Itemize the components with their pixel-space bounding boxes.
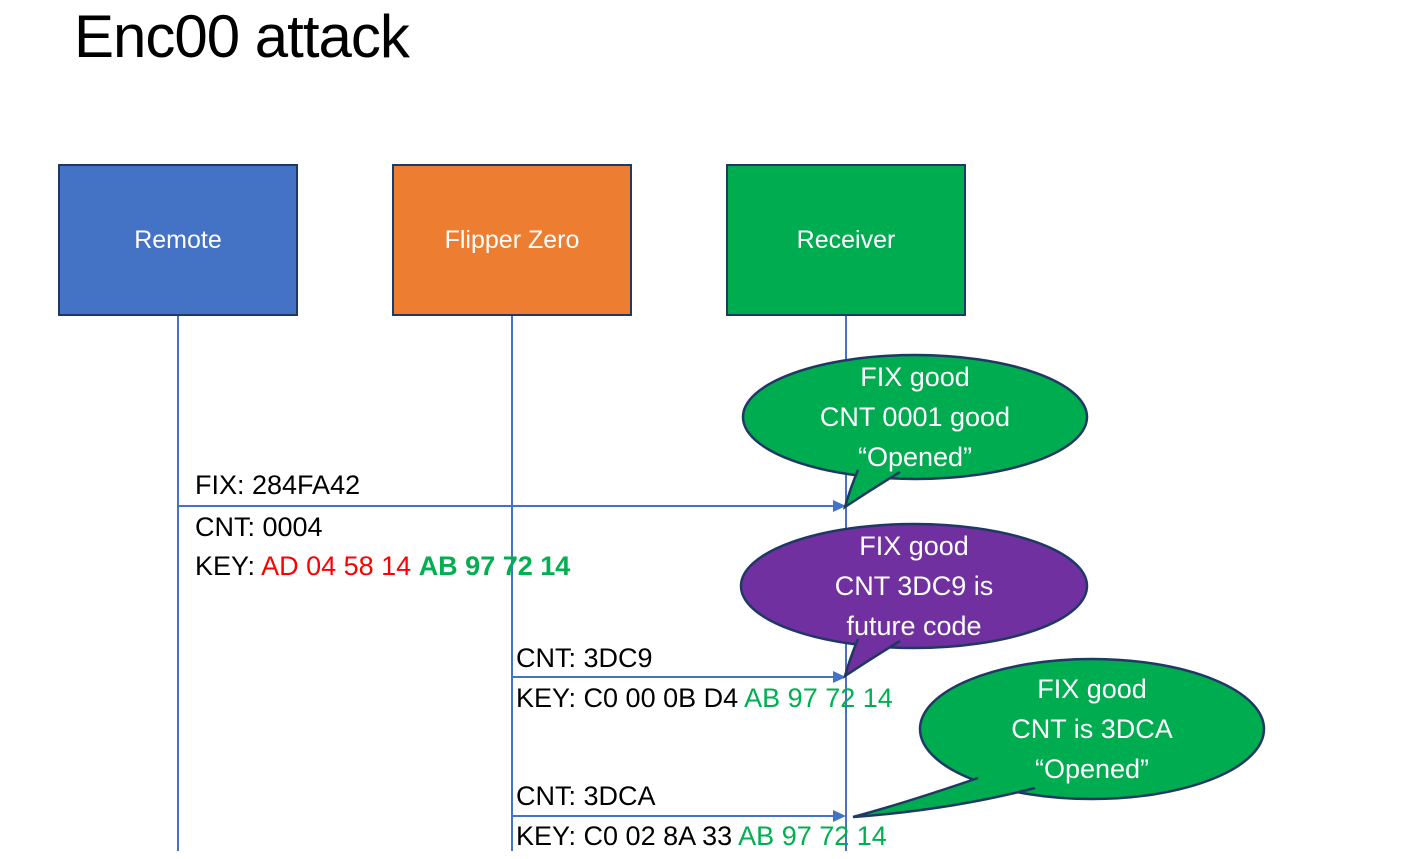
message-arrow-3-line bbox=[512, 815, 834, 817]
callout-3-line-3: “Opened” bbox=[1034, 754, 1150, 784]
message-2-key-prefix: KEY: C0 00 0B D4 bbox=[516, 683, 745, 713]
message-arrow-1-arrowhead-icon bbox=[833, 500, 846, 512]
message-3-key-text: KEY: C0 02 8A 33 AB 97 72 14 bbox=[516, 821, 887, 852]
message-3-key-prefix: KEY: C0 02 8A 33 bbox=[516, 821, 739, 851]
callout-1-line-2: CNT 0001 good bbox=[819, 402, 1011, 432]
message-3-cnt-text: CNT: 3DCA bbox=[516, 781, 656, 811]
callout-2-text: FIX good CNT 3DC9 is future code bbox=[741, 525, 1087, 647]
actor-box-remote: Remote bbox=[58, 164, 298, 316]
callout-1-line-3: “Opened” bbox=[857, 442, 973, 472]
message-arrow-2-arrowhead-icon bbox=[833, 671, 846, 683]
lifeline-remote bbox=[177, 316, 179, 851]
message-1-key-text: KEY: AD 04 58 14 AB 97 72 14 bbox=[195, 551, 570, 582]
actor-label-receiver: Receiver bbox=[796, 225, 896, 254]
message-3-key-fixed-part: AB 97 72 14 bbox=[738, 821, 887, 851]
callout-3-line-1: FIX good bbox=[1037, 674, 1147, 704]
actor-label-remote: Remote bbox=[134, 225, 222, 254]
message-1-key-fixed-part: AB 97 72 14 bbox=[418, 551, 571, 581]
message-arrow-1-line bbox=[178, 505, 834, 507]
message-2-key-text: KEY: C0 00 0B D4 AB 97 72 14 bbox=[516, 683, 893, 714]
actor-label-flipper-zero: Flipper Zero bbox=[444, 225, 580, 254]
callout-1-line-1: FIX good bbox=[860, 362, 970, 392]
callout-3-line-2: CNT is 3DCA bbox=[1011, 714, 1173, 744]
callout-1-text: FIX good CNT 0001 good “Opened” bbox=[743, 356, 1087, 478]
message-1-fix-text: FIX: 284FA42 bbox=[195, 470, 361, 500]
message-2-cnt-text: CNT: 3DC9 bbox=[516, 643, 653, 673]
callout-2-line-3: future code bbox=[846, 611, 982, 641]
slide-title: Enc00 attack bbox=[74, 3, 410, 70]
actor-box-flipper-zero: Flipper Zero bbox=[392, 164, 632, 316]
message-1-cnt-text: CNT: 0004 bbox=[195, 512, 323, 542]
callout-2-line-1: FIX good bbox=[859, 531, 969, 561]
message-1-key-changed-part: AD 04 58 14 bbox=[261, 551, 419, 581]
message-arrow-3-arrowhead-icon bbox=[833, 810, 846, 822]
message-1-key-prefix: KEY: bbox=[195, 551, 262, 581]
callout-2-line-2: CNT 3DC9 is bbox=[834, 571, 994, 601]
lifeline-flipper-zero bbox=[511, 316, 513, 851]
message-2-key-fixed-part: AB 97 72 14 bbox=[744, 683, 893, 713]
callout-3-text: FIX good CNT is 3DCA “Opened” bbox=[920, 664, 1264, 794]
message-arrow-2-line bbox=[512, 676, 834, 678]
actor-box-receiver: Receiver bbox=[726, 164, 966, 316]
